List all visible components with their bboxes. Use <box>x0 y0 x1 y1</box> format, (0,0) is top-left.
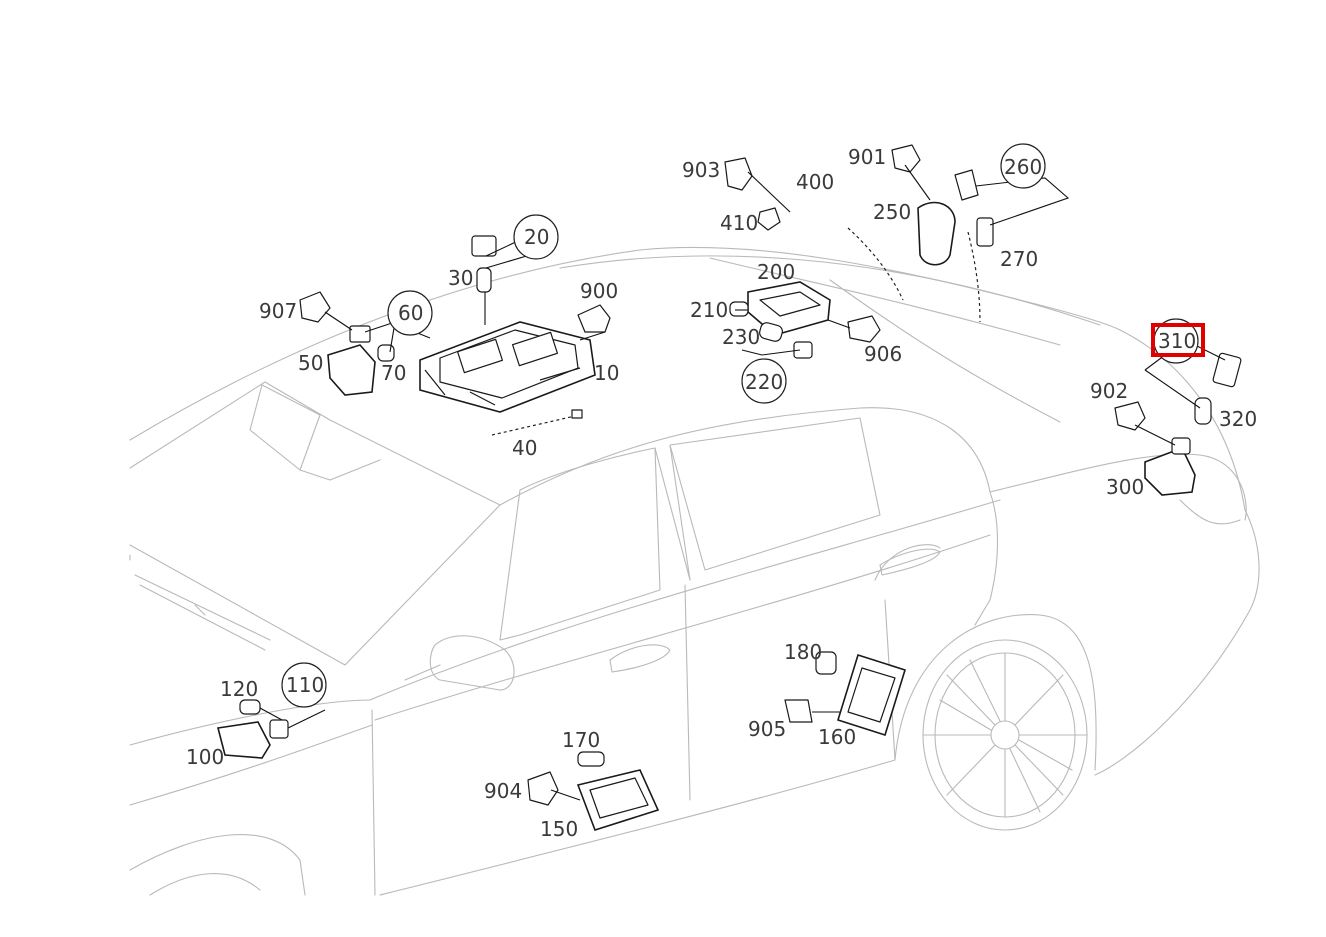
callout-410[interactable]: 410 <box>720 211 758 235</box>
callout-310[interactable]: 310 <box>1158 329 1196 353</box>
callout-110[interactable]: 110 <box>286 673 324 697</box>
callout-180[interactable]: 180 <box>784 640 822 664</box>
callout-200[interactable]: 200 <box>757 260 795 284</box>
callout-50[interactable]: 50 <box>298 351 323 375</box>
callout-260[interactable]: 260 <box>1004 155 1042 179</box>
callout-250[interactable]: 250 <box>873 200 911 224</box>
callout-905[interactable]: 905 <box>748 717 786 741</box>
callout-400[interactable]: 400 <box>796 170 834 194</box>
callout-labels: 20 30 10 40 50 60 70 100 110 120 150 160… <box>186 145 1257 841</box>
callout-100[interactable]: 100 <box>186 745 224 769</box>
callout-904[interactable]: 904 <box>484 779 522 803</box>
callout-901[interactable]: 901 <box>848 145 886 169</box>
callout-320[interactable]: 320 <box>1219 407 1257 431</box>
footwell-lamp-100 <box>217 721 271 759</box>
callout-900[interactable]: 900 <box>580 279 618 303</box>
callout-circle-110 <box>281 662 327 708</box>
socket-20-part <box>471 235 497 257</box>
callout-circles <box>281 143 1199 708</box>
callout-150[interactable]: 150 <box>540 817 578 841</box>
callout-120[interactable]: 120 <box>220 677 258 701</box>
callout-270[interactable]: 270 <box>1000 247 1038 271</box>
callout-70[interactable]: 70 <box>381 361 406 385</box>
trunk-lamp-300 <box>1144 446 1196 496</box>
leader-lines <box>259 164 1226 801</box>
bulb-30-part <box>476 267 492 293</box>
callout-210[interactable]: 210 <box>690 298 728 322</box>
callout-60[interactable]: 60 <box>398 301 423 325</box>
callout-220[interactable]: 220 <box>745 370 783 394</box>
overhead-control-panel <box>419 321 596 413</box>
callout-circle-220 <box>741 358 787 404</box>
callout-circle-260 <box>1000 143 1046 189</box>
lamp-housing-50 <box>327 344 376 396</box>
callout-903[interactable]: 903 <box>682 158 720 182</box>
car-outline <box>129 246 1260 896</box>
callout-907[interactable]: 907 <box>259 299 297 323</box>
wire-40 <box>491 415 576 436</box>
callout-40[interactable]: 40 <box>512 436 537 460</box>
callout-906[interactable]: 906 <box>864 342 902 366</box>
vanity-lamp-250 <box>917 201 956 266</box>
callout-circle-60 <box>387 290 433 336</box>
callout-circle-20 <box>513 214 559 260</box>
callout-300[interactable]: 300 <box>1106 475 1144 499</box>
callout-902[interactable]: 902 <box>1090 379 1128 403</box>
highlight-box <box>1151 323 1205 357</box>
callout-230[interactable]: 230 <box>722 325 760 349</box>
callout-170[interactable]: 170 <box>562 728 600 752</box>
parts <box>217 144 1242 831</box>
callout-10[interactable]: 10 <box>594 361 619 385</box>
callout-30[interactable]: 30 <box>448 266 473 290</box>
callout-160[interactable]: 160 <box>818 725 856 749</box>
callout-20[interactable]: 20 <box>524 225 549 249</box>
